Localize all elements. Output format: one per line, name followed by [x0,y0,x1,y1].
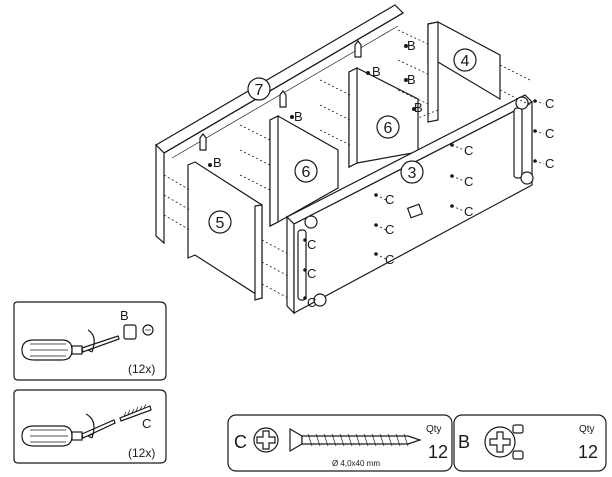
part-letter: C [234,432,247,452]
panel-callout-6b [294,159,318,183]
screw-points [303,99,545,300]
screw-label: C [307,266,316,281]
inset-screw-letter: C [142,416,151,431]
side-panel-right [427,21,501,123]
part-letter: B [458,432,470,452]
panel-number-4: 4 [461,53,470,70]
assembly-guides [163,29,531,300]
screw-label: C [545,126,554,141]
inset-screw-count: (12x) [128,446,155,460]
screw-label: C [464,143,473,158]
panel-callout-4 [453,48,477,72]
screw-label: C [545,96,554,111]
qty-value: 12 [428,442,448,462]
cam-label: B [407,72,416,87]
drawer-assembly: 7 4 6 6 3 5 B B B B B B C C C C [155,4,554,315]
screw-label: C [385,252,394,267]
cam-label: B [294,109,303,124]
cam-label: B [372,64,381,79]
panel-callout-5 [208,210,232,234]
screw-label: C [385,192,394,207]
screw-icon [119,403,152,422]
panel-number-5: 5 [216,215,225,232]
phillips-head-icon [253,427,279,453]
qty-label: Qty [426,424,442,435]
screw-side-icon [289,427,422,453]
panel-numbers: 7 4 6 6 3 5 [208,48,477,234]
front-dowels [297,96,534,307]
screw-label: C [545,156,554,171]
inset-cam-count: (12x) [128,362,155,376]
screw-label: C [464,204,473,219]
screw-label: C [307,237,316,252]
parts-box-screw: C Ø 4,0x40 mm Qty 12 [227,414,453,472]
panel-number-6a: 6 [384,120,393,137]
qty-label: Qty [579,424,595,435]
panel-callout-3 [400,160,424,184]
screw-label: C [307,295,316,310]
cam-label: B [407,38,416,53]
inset-screw-step: C (12x) [13,389,167,464]
panel-callout-6a [376,115,400,139]
screwdriver-icon [21,413,116,447]
cam-locks [199,40,362,151]
back-panel [155,4,404,245]
panel-number-6b: 6 [302,164,311,181]
inset-cam-letter: B [120,308,129,323]
inset-cam-step: B (12x) [13,301,167,381]
cam-lock-icon [123,324,154,340]
cam-lock-part-icon [484,424,524,460]
panel-number-7: 7 [255,82,264,99]
handle-block [406,203,424,219]
screwdriver-icon [21,329,120,361]
screw-callouts: C C C C C C C C C C C C [307,96,554,310]
qty-value: 12 [578,442,598,462]
screw-label: C [385,222,394,237]
cam-label: B [414,100,423,115]
screw-dimension: Ø 4,0x40 mm [332,459,380,468]
panel-number-3: 3 [408,165,417,182]
cam-points [208,44,416,167]
panel-callout-7 [247,77,271,101]
screw-label: C [464,174,473,189]
cam-label: B [213,155,222,170]
cam-callouts: B B B B B B [213,38,423,170]
parts-box-cam: B Qty 12 [453,414,607,472]
